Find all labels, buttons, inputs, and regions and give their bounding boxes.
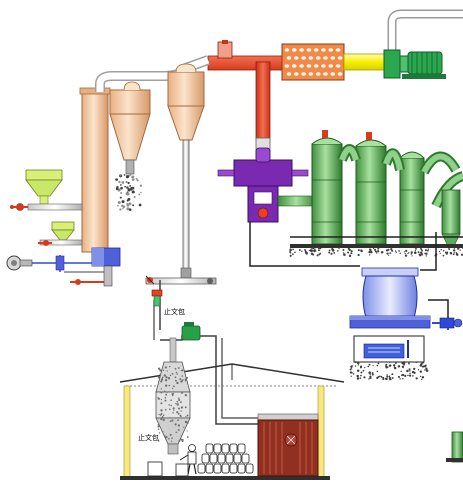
powder-pile (115, 173, 142, 211)
valve-icon (145, 275, 163, 307)
valve-label: 止文包 (164, 307, 185, 316)
scrubber-icon (355, 132, 387, 245)
water-tank-icon (349, 267, 431, 329)
valve-label: 止文包 (138, 433, 159, 442)
pump-icon (432, 317, 463, 329)
sump-pit (353, 335, 425, 363)
hopper-icon (38, 221, 83, 246)
worker-icon (179, 444, 197, 475)
warehouse-icon (119, 363, 345, 480)
foundation (289, 246, 463, 257)
duct-damper-icon (217, 41, 233, 59)
hopper-icon (10, 169, 83, 211)
hot-air-furnace-icon (217, 137, 309, 223)
scrubber-icon (311, 130, 343, 245)
yellow-duct (343, 53, 385, 71)
pump-icon (6, 255, 33, 271)
cyclone-icon (109, 81, 151, 161)
scrubber-icon (399, 151, 425, 245)
product-bags (197, 443, 254, 474)
fan-motor-icon (181, 322, 201, 341)
heat-exchanger-icon (281, 43, 345, 81)
hot-air-duct (207, 40, 283, 141)
fan-motor-icon (383, 49, 446, 79)
exhaust-duct (387, 9, 463, 62)
heater-icon (257, 413, 319, 477)
cyclone-icon (167, 63, 205, 141)
